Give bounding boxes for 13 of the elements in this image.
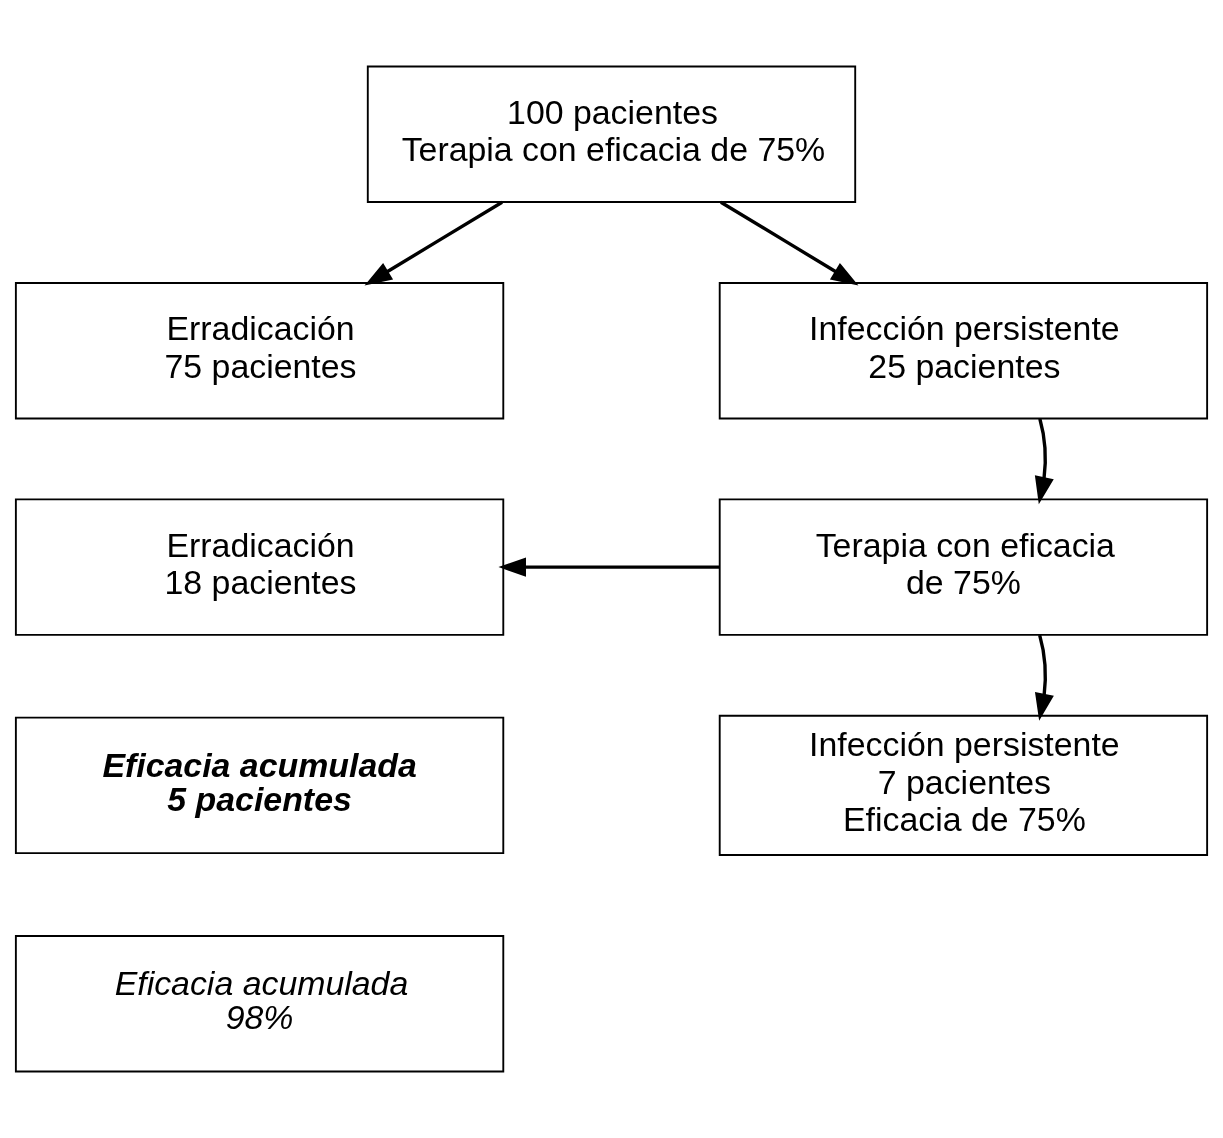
arrow — [1034, 418, 1054, 505]
node-box: 100 pacientes Terapia con eficacia de 75% — [366, 65, 857, 203]
node-box: Eficacia acumulada 5 pacientes — [14, 716, 505, 855]
node-box: Eficacia acumulada 98% — [14, 935, 505, 1073]
node-box: Terapia con eficacia de 75% — [718, 498, 1209, 636]
node-box: Infección persistente 7 pacientes Eficacia de 75% — [718, 714, 1209, 856]
node-box: Erradicación 75 pacientes — [14, 282, 505, 420]
arrow — [720, 200, 859, 286]
node-box: Erradicación 18 pacientes — [14, 498, 505, 636]
arrow — [364, 200, 503, 286]
arrow — [1034, 634, 1054, 721]
arrow — [498, 557, 720, 577]
node-box: Infección persistente 25 pacientes — [718, 282, 1209, 420]
